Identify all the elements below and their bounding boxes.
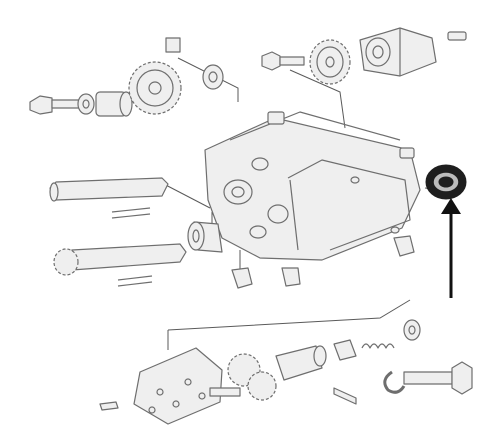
upper-right-cover-assembly xyxy=(261,27,467,85)
cotter-pin xyxy=(333,387,357,405)
plugs xyxy=(231,235,415,289)
needle-bearing-left xyxy=(187,221,223,253)
pump-gear-assembly xyxy=(99,345,327,425)
pressure-relief-valve xyxy=(333,319,421,361)
leader-lines xyxy=(159,57,441,350)
left-shafts xyxy=(49,177,187,287)
highlighted-bearing xyxy=(425,164,467,200)
upper-left-gear-assembly xyxy=(29,37,224,117)
bolt-and-circlip xyxy=(383,361,473,395)
arrow-up-icon xyxy=(441,198,461,298)
housing xyxy=(204,111,421,261)
